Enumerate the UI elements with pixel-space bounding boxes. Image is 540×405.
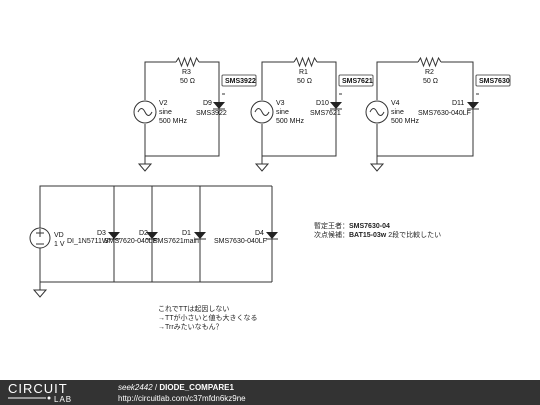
source-label: V3 xyxy=(276,100,285,107)
svg-text:LAB: LAB xyxy=(54,395,72,403)
resistor-label: R1 xyxy=(299,69,308,76)
circuitlab-logo[interactable]: CIRCUIT LAB xyxy=(6,381,96,403)
probe-tag-label: SMS3922 xyxy=(225,78,256,85)
memo-line: →TTが小さいと値も大きくなる xyxy=(158,313,258,322)
diode-model: SMS7621 xyxy=(310,110,341,117)
probe-tag-label: SMS7630 xyxy=(479,78,510,85)
diode-model: DI_1N5711W xyxy=(67,238,109,245)
source-freq: 500 MHz xyxy=(276,118,305,125)
footer-bar: CIRCUIT LAB seek2442 / DIODE_COMPARE1 ht… xyxy=(0,380,540,405)
diode-model: SMS7630-040LF xyxy=(418,110,471,117)
resistor-label: R3 xyxy=(182,69,191,76)
source-wave: sine xyxy=(276,109,289,116)
source-label: V4 xyxy=(391,100,400,107)
logo-node-icon xyxy=(47,396,51,400)
source-freq: 500 MHz xyxy=(159,118,188,125)
project-name[interactable]: DIODE_COMPARE1 xyxy=(159,383,234,392)
title-separator: / xyxy=(152,383,160,392)
probe-tag[interactable] xyxy=(475,74,511,87)
resistor-value: 50 Ω xyxy=(423,78,438,85)
source-label: V2 xyxy=(159,100,168,107)
source-label: VD xyxy=(54,232,64,239)
resistor-value: 50 Ω xyxy=(180,78,195,85)
probe-tag[interactable] xyxy=(221,74,257,87)
diode-label: D2 xyxy=(139,230,148,237)
diode-model: SMS3922 xyxy=(196,110,227,117)
diode-label: D10 xyxy=(316,100,329,107)
source-wave: sine xyxy=(159,109,172,116)
probe-tag-label: SMS7621 xyxy=(342,78,373,85)
diode-model: SMS7620-040LF xyxy=(104,238,157,245)
probe-tag[interactable] xyxy=(338,74,374,87)
memo-line: これでTTは起因しない xyxy=(158,305,229,313)
circuit-1: R3 50 Ω V2 sine 500 MHz D9 SMS3922 SMS39… xyxy=(133,56,257,172)
source-wave: sine xyxy=(391,109,404,116)
circuit-3: R2 50 Ω V4 sine 500 MHz D11 SMS7630-040L… xyxy=(365,56,511,172)
source-value: 1 V xyxy=(54,241,65,248)
circuit-2: R1 50 Ω V3 sine 500 MHz D10 SMS7621 SMS7… xyxy=(250,56,374,172)
diode-model: SMS7621main xyxy=(153,238,199,245)
user-link[interactable]: seek2442 xyxy=(118,383,153,392)
diode-label: D9 xyxy=(203,100,212,107)
memo-line: →Trrみたいなもん？ xyxy=(158,323,223,331)
project-title: seek2442 / DIODE_COMPARE1 xyxy=(118,383,234,392)
diode-array-circuit: VD 1 V D3 DI_1N5711W D2 SMS7620-040LF D1… xyxy=(29,185,278,298)
svg-text:CIRCUIT: CIRCUIT xyxy=(8,381,68,396)
diode-model: SMS7630-040LF xyxy=(214,238,267,245)
project-url[interactable]: http://circuitlab.com/c37mfdn6kz9ne xyxy=(118,394,246,403)
diode-label: D1 xyxy=(182,230,191,237)
note-candidate-1: 暫定王者：SMS7630-04 xyxy=(314,221,390,230)
resistor-label: R2 xyxy=(425,69,434,76)
diode-label: D4 xyxy=(255,230,264,237)
diode-label: D11 xyxy=(452,100,464,107)
source-freq: 500 MHz xyxy=(391,118,420,125)
resistor-value: 50 Ω xyxy=(297,78,312,85)
schematic-canvas[interactable]: R3 50 Ω V2 sine 500 MHz D9 SMS3922 SMS39… xyxy=(0,0,540,380)
diode-label: D3 xyxy=(97,230,106,237)
